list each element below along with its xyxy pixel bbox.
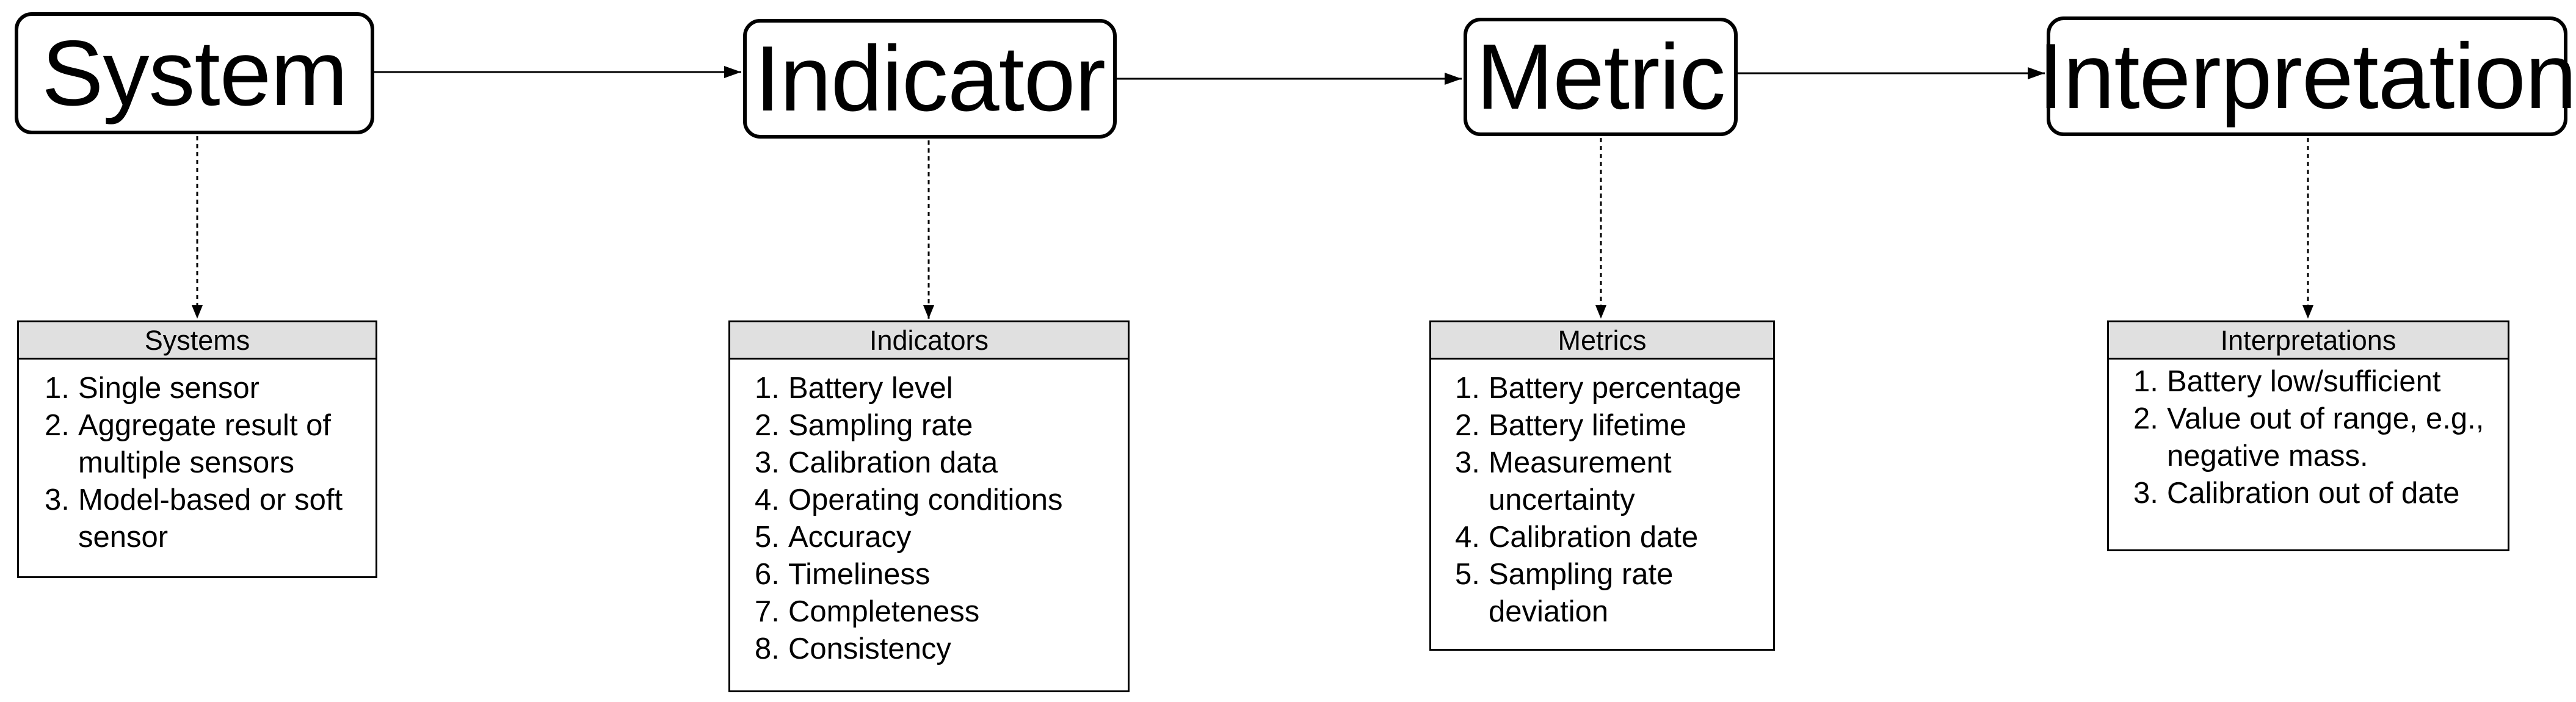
indicators-box: Indicators 1.Battery level 2.Sampling ra… — [728, 320, 1130, 692]
item-text: Battery low/sufficient — [2167, 365, 2441, 398]
list-item: 2. Battery lifetime — [1455, 407, 1773, 444]
interpretations-box: Interpretations 1. Battery low/sufficient… — [2107, 320, 2509, 551]
stage-metric: Metric — [1464, 18, 1738, 136]
item-text: Sampling rate deviation — [1489, 558, 1674, 628]
systems-box: Systems 1.Single sensor 2.Aggregate resu… — [17, 320, 377, 578]
list-item: 4.Operating conditions — [755, 482, 1128, 519]
list-item: 3. Measurement uncertainty — [1455, 444, 1773, 519]
item-text: Measurement uncertainty — [1489, 446, 1672, 516]
item-text: Model-based or soft sensor — [78, 483, 343, 554]
metrics-box: Metrics 1. Battery percentage 2. Battery l… — [1429, 320, 1775, 651]
list-item: 6.Timeliness — [755, 556, 1128, 593]
list-item: 1. Battery percentage — [1455, 370, 1773, 407]
item-text: Accuracy — [788, 521, 912, 554]
stage-title: System — [42, 21, 348, 125]
item-number: 3. — [2133, 477, 2158, 510]
item-number: 1. — [755, 372, 780, 405]
item-text: Battery level — [788, 372, 953, 405]
item-text: Single sensor — [78, 372, 259, 405]
list-item: 1.Battery level — [755, 370, 1128, 407]
item-number: 1. — [2133, 365, 2158, 398]
item-text: Calibration date — [1489, 521, 1699, 554]
list-item: 8.Consistency — [755, 631, 1128, 668]
list-item: 5. Sampling rate deviation — [1455, 556, 1773, 631]
item-text: Sampling rate — [788, 409, 973, 442]
box-header: Metrics — [1431, 322, 1773, 360]
item-text: Battery lifetime — [1489, 409, 1687, 442]
indicators-list: 1.Battery level 2.Sampling rate 3.Calibr… — [730, 360, 1128, 668]
item-text: Completeness — [788, 595, 980, 628]
stage-title: Indicator — [755, 27, 1106, 131]
item-number: 4. — [1455, 521, 1480, 554]
list-item: 4. Calibration date — [1455, 519, 1773, 556]
systems-list: 1.Single sensor 2.Aggregate result of mu… — [19, 360, 376, 556]
item-number: 3. — [45, 483, 70, 516]
list-item: 1.Single sensor — [45, 370, 376, 407]
item-number: 2. — [755, 409, 780, 442]
list-item: 5.Accuracy — [755, 519, 1128, 556]
item-number: 3. — [1455, 446, 1480, 479]
item-text: Timeliness — [788, 558, 931, 591]
item-text: Calibration out of date — [2167, 477, 2460, 510]
item-text: Operating conditions — [788, 483, 1063, 516]
list-item: 2.Sampling rate — [755, 407, 1128, 444]
item-text: Battery percentage — [1489, 372, 1742, 405]
stage-interpretation: Interpretation — [2038, 16, 2576, 136]
item-number: 5. — [755, 521, 780, 554]
item-text: Consistency — [788, 632, 951, 665]
item-text: Value out of range, e.g., negative mass. — [2167, 402, 2484, 472]
interpretations-list: 1. Battery low/sufficient 2. Value out of … — [2109, 360, 2508, 512]
item-number: 7. — [755, 595, 780, 628]
stage-indicator: Indicator — [743, 19, 1117, 139]
metrics-list: 1.Battery percentage 2.Battery lifetime … — [1431, 360, 1773, 631]
item-number: 5. — [1455, 558, 1480, 591]
list-item: 1. Battery low/sufficient — [2133, 363, 2508, 400]
item-number: 2. — [2133, 402, 2158, 435]
stage-title: Metric — [1476, 25, 1726, 129]
stage-title: Interpretation — [2037, 24, 2576, 128]
box-header: Systems — [19, 322, 376, 360]
item-number: 8. — [755, 632, 780, 665]
item-number: 2. — [1455, 409, 1480, 442]
item-number: 1. — [1455, 372, 1480, 405]
list-item: 2.Aggregate result of multiple sensors — [45, 407, 376, 482]
item-number: 6. — [755, 558, 780, 591]
item-number: 2. — [45, 409, 70, 442]
item-number: 4. — [755, 483, 780, 516]
list-item: 2. Value out of range, e.g., negative mas… — [2133, 400, 2508, 475]
item-text: Aggregate result of multiple sensors — [78, 409, 332, 479]
list-item: 3.Model-based or soft sensor — [45, 482, 376, 556]
item-text: Calibration data — [788, 446, 998, 479]
item-number: 1. — [45, 372, 70, 405]
list-item: 3. Calibration out of date — [2133, 475, 2508, 512]
box-header: Indicators — [730, 322, 1128, 360]
list-item: 3.Calibration data — [755, 444, 1128, 482]
stage-system: System — [15, 12, 374, 134]
box-header: Interpretations — [2109, 322, 2508, 360]
list-item: 7.Completeness — [755, 593, 1128, 631]
item-number: 3. — [755, 446, 780, 479]
